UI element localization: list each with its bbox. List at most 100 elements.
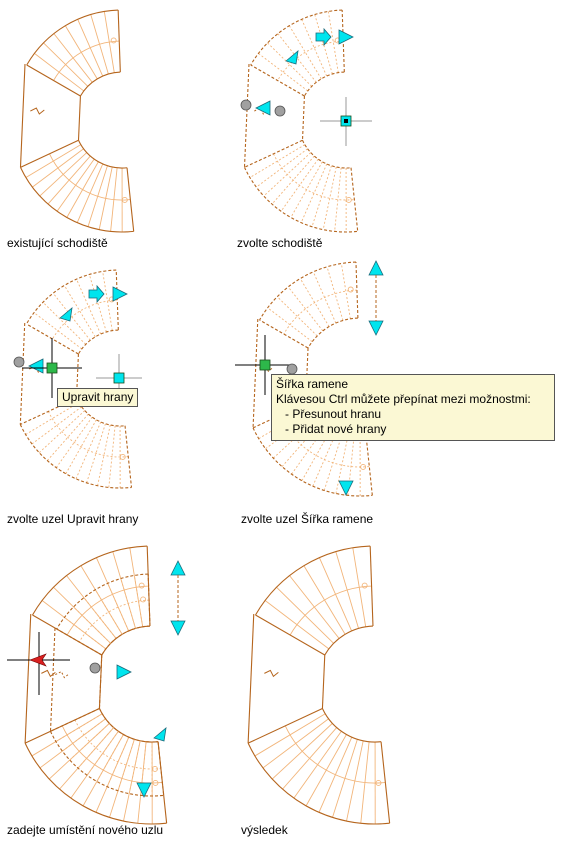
grip-double-arrow	[315, 27, 332, 47]
caption-new-node-location: zadejte umístění nového uzlu	[7, 823, 164, 837]
stair-tread	[64, 617, 107, 650]
stair-lower-flight	[49, 708, 165, 797]
stair-landing-edge	[24, 613, 32, 744]
new-node-arrow	[29, 653, 47, 667]
edit-edges-node	[46, 362, 58, 374]
stair-outer-edge	[255, 545, 371, 616]
stair-tread	[287, 286, 324, 332]
stair-walkline	[52, 299, 118, 340]
grip-arrow-up	[368, 260, 384, 276]
stair-outer-edge	[247, 742, 390, 825]
stair-landing-edge	[77, 95, 81, 141]
walkline-start-marker	[110, 37, 117, 44]
stair-lower-flight	[247, 708, 391, 825]
stair-inner-edge	[77, 329, 119, 355]
stair-panel-new-node-preview	[49, 573, 165, 797]
caption-select-width-node: zvolte uzel Šířka ramene	[241, 512, 374, 526]
stair-end-edge	[259, 319, 309, 349]
stair-walkline	[289, 585, 372, 636]
stair-inner-edge	[79, 71, 121, 97]
tooltip-edit-edges: Upravit hrany	[57, 388, 139, 407]
walkline-end-marker	[119, 454, 126, 460]
stair-inner-edge	[77, 140, 128, 169]
stair-outer-edge	[243, 167, 358, 233]
tooltip-width-title: Šířka ramene	[276, 377, 349, 391]
stair-tread	[77, 727, 115, 769]
grip-arrow-left	[28, 358, 44, 374]
tooltip-width-option-add: - Přidat nové hrany	[285, 422, 387, 436]
tooltip-width: Šířka ramene Klávesou Ctrl můžete přepín…	[271, 374, 555, 441]
stair-tread	[311, 165, 332, 227]
stair-break-line	[264, 669, 279, 678]
walkline-end-marker	[121, 197, 128, 203]
grip-arrow-right	[112, 286, 128, 302]
stair-outer-edge	[19, 424, 132, 489]
stair-end-edge	[117, 10, 121, 73]
stair-walkline	[283, 289, 357, 335]
stair-walkline	[66, 585, 149, 636]
stair-tread	[83, 597, 117, 639]
stair-tread	[314, 14, 333, 75]
stair-panel-selected	[243, 9, 359, 233]
stair-walkline	[53, 40, 120, 81]
stair-tread	[69, 723, 110, 761]
grip-arrow-diag	[153, 727, 167, 742]
stair-outer-edge	[252, 427, 373, 497]
grip-arrow-left	[255, 100, 271, 116]
stair-panel-result	[247, 545, 391, 825]
stair-tread	[334, 167, 342, 232]
stair-tread	[107, 583, 130, 632]
stair-landing-edge	[243, 63, 250, 168]
stair-tread	[86, 731, 119, 776]
stair-tread	[276, 296, 318, 337]
stair-end-edge	[247, 708, 323, 744]
stair-landing-edge	[321, 654, 326, 709]
base-point-dot	[344, 119, 348, 123]
stair-end-edge	[380, 741, 391, 824]
walkline-start-marker	[361, 582, 368, 589]
walkline-start-marker	[138, 582, 145, 589]
stair-inner-edge	[101, 625, 150, 656]
walkline-end-marker	[360, 463, 367, 470]
stair-upper-flight	[255, 545, 374, 656]
grip-circle	[274, 105, 286, 117]
stair-end-edge	[255, 614, 326, 656]
width-node	[259, 359, 271, 371]
stair-walkline	[277, 40, 344, 81]
stair-outer-edge	[19, 167, 134, 233]
stair-landing-edge	[98, 654, 103, 709]
stair-outer-edge	[25, 269, 117, 325]
stair-inner-edge	[307, 317, 358, 349]
stair-tread	[128, 740, 141, 794]
base-point-grip	[113, 372, 125, 384]
stair-outer-edge	[32, 545, 148, 616]
stair-tread	[117, 739, 135, 791]
stair-tread	[63, 285, 96, 338]
stair-tread	[322, 166, 337, 230]
stair-walkline	[49, 153, 131, 201]
stair-outer-edge	[250, 9, 343, 66]
stair-lower-flight	[243, 139, 359, 233]
grip-arrow-down	[170, 620, 186, 636]
stair-break-line	[30, 107, 45, 115]
grip-circle	[286, 363, 298, 375]
stair-panel-existing	[19, 9, 135, 233]
stair-break-line	[55, 670, 70, 679]
walkline-end-marker	[152, 765, 158, 772]
stair-tread	[340, 263, 351, 319]
stair-tread	[55, 713, 103, 742]
stair-tread	[88, 274, 107, 333]
stair-end-edge	[250, 64, 305, 97]
stair-walkline	[47, 411, 129, 458]
tooltip-width-hint: Klávesou Ctrl můžete přepínat mezi možno…	[276, 392, 531, 406]
stair-inner-edge	[98, 708, 159, 743]
stair-end-edge	[157, 741, 165, 796]
stair-panel-width	[252, 261, 373, 497]
grip-arrow-down	[368, 320, 384, 336]
stair-outer-edge	[26, 9, 119, 66]
stair-outer-edge	[24, 742, 167, 825]
stair-tread	[96, 734, 124, 782]
stair-landing-edge	[19, 63, 26, 168]
stair-landing-edge	[301, 95, 305, 141]
